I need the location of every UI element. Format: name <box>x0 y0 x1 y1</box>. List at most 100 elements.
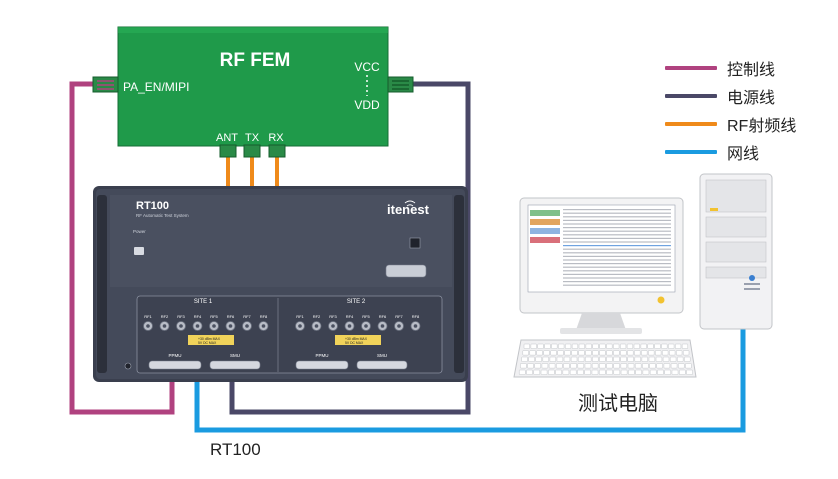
keyboard-key <box>541 363 549 369</box>
keyboard-key <box>569 369 577 375</box>
keyboard-key <box>606 356 613 362</box>
tx-connector <box>243 144 261 158</box>
rf-port-label: RF3 <box>177 314 185 319</box>
keyboard-key <box>558 343 565 349</box>
svg-text:+30 dBm MAX: +30 dBm MAX <box>198 337 221 341</box>
screen-table-row <box>563 223 671 225</box>
rt100-model: RT100 <box>136 200 169 212</box>
keyboard-key <box>599 356 606 362</box>
keyboard-key <box>685 363 692 369</box>
legend-item-power: 电源线 <box>665 86 775 107</box>
keyboard-key <box>626 343 634 349</box>
rf-port-label: RF8 <box>412 314 420 319</box>
rf-port-center <box>245 324 249 328</box>
keyboard-key <box>606 350 613 356</box>
keyboard-key <box>530 343 537 349</box>
keyboard-key <box>578 350 585 356</box>
keyboard-key <box>527 363 534 369</box>
keyboard-key <box>633 343 640 349</box>
site1-ppmu-connector: PPMU <box>148 353 202 370</box>
keyboard-key <box>620 343 627 349</box>
keyboard-key <box>585 350 592 356</box>
keyboard-key <box>578 343 585 349</box>
keyboard-key <box>534 363 541 369</box>
keyboard-key <box>571 343 579 349</box>
keyboard-key <box>670 363 678 369</box>
svg-text:5V DC MAX: 5V DC MAX <box>198 341 217 345</box>
keyboard-key <box>627 363 635 369</box>
legend-swatch-network <box>665 150 717 154</box>
keyboard-key <box>570 363 577 369</box>
keyboard-key <box>584 369 591 375</box>
screen-table-row <box>563 252 671 254</box>
rf-port-label: RF4 <box>194 314 202 319</box>
keyboard-key <box>599 369 606 375</box>
rt100-instrument <box>93 186 468 382</box>
keyboard-key <box>620 350 627 356</box>
legend-item-control: 控制线 <box>665 58 776 79</box>
keyboard-key <box>563 363 570 369</box>
legend-label-rf: RF射频线 <box>727 118 797 135</box>
keyboard-key <box>520 363 527 369</box>
keyboard <box>513 339 697 378</box>
site1-label: SITE 1 <box>194 299 213 305</box>
keyboard-key <box>647 343 654 349</box>
keyboard-key <box>537 343 544 349</box>
rf-port-center <box>298 324 302 328</box>
keyboard-key <box>599 343 606 349</box>
power-label: Power <box>133 229 146 234</box>
keyboard-key <box>640 343 647 349</box>
fem-rx-label: RX <box>268 132 284 144</box>
site2-warning: +30 dBm MAX 5V DC MAX <box>335 335 381 345</box>
wifi-logo-icon <box>404 200 416 207</box>
rt100-subtitle: RF Automatic Test System <box>136 213 189 218</box>
rf-port-label: RF5 <box>362 314 370 319</box>
keyboard-key <box>578 356 585 362</box>
keyboard-key <box>613 350 620 356</box>
rf-port-center <box>212 324 216 328</box>
screen-table-row <box>563 209 671 211</box>
keyboard-key <box>521 356 528 362</box>
screen-table-row <box>563 227 671 229</box>
keyboard-key <box>676 350 683 356</box>
keyboard-key <box>556 363 563 369</box>
rf-port-center <box>347 324 352 328</box>
screen-table-row <box>563 230 671 232</box>
fem-vdd-label: VDD <box>354 98 380 112</box>
rf-port-label: RF7 <box>243 314 251 319</box>
keyboard-key <box>613 343 620 349</box>
rf-port-center <box>364 324 368 328</box>
site1-smu-connector: SMU <box>209 353 261 370</box>
svg-text:+30 dBm MAX: +30 dBm MAX <box>345 337 368 341</box>
keyboard-key <box>669 356 677 362</box>
keyboard-key <box>627 350 634 356</box>
keyboard-key <box>535 356 542 362</box>
keyboard-key <box>585 356 592 362</box>
keyboard-key <box>592 343 599 349</box>
keyboard-key <box>551 343 558 349</box>
power-button[interactable] <box>134 247 144 255</box>
keyboard-key <box>662 356 670 362</box>
screen-table-row <box>563 234 671 236</box>
keyboard-key <box>606 343 613 349</box>
keyboard-key <box>684 356 691 362</box>
keyboard-key <box>555 369 562 375</box>
keyboard-key <box>664 369 671 375</box>
keyboard-key <box>635 363 642 369</box>
keyboard-key <box>542 356 549 362</box>
rf-port-center <box>380 324 385 328</box>
keyboard-key <box>523 343 530 349</box>
keyboard-key <box>669 350 676 356</box>
rf-port-label: RF2 <box>161 314 169 319</box>
keyboard-key <box>627 356 634 362</box>
keyboard-key <box>606 363 613 369</box>
keyboard-key <box>591 369 599 375</box>
rf-port-label: RF4 <box>346 314 354 319</box>
keyboard-key <box>544 343 551 349</box>
control-cable <box>69 81 175 415</box>
ground-terminal <box>124 362 132 370</box>
legend-label-control: 控制线 <box>727 62 776 79</box>
rf-port-label: RF7 <box>395 314 403 319</box>
